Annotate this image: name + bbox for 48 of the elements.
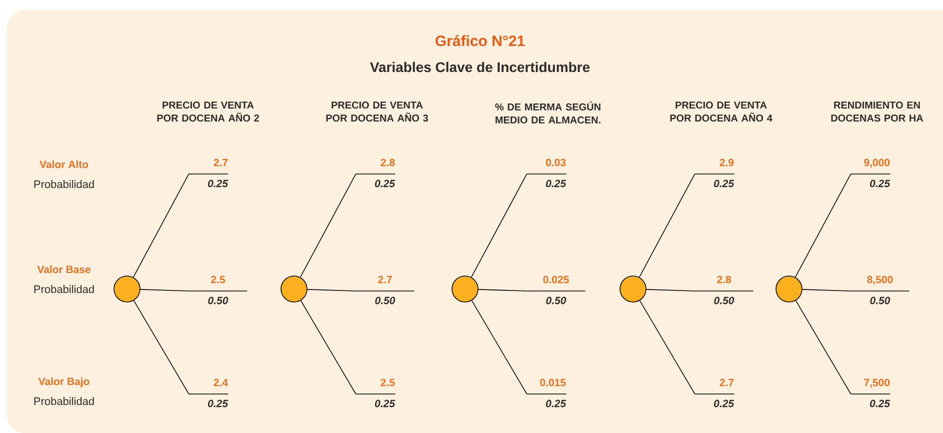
chance-node	[452, 276, 478, 302]
branch-line	[140, 289, 190, 292]
branch-line	[133, 300, 190, 394]
chance-node	[620, 276, 646, 302]
branch-outcome: 2.8 0.50	[694, 276, 754, 304]
row-label: Valor Base	[37, 265, 90, 274]
branch-outcome: 2.5 0.50	[188, 276, 248, 304]
branch-line	[478, 289, 528, 292]
chance-node	[280, 276, 308, 302]
column-heading: PRECIO DE VENTA POR DOCENA AÑO 2	[157, 102, 259, 122]
branch-line	[802, 289, 852, 292]
branch-line	[470, 174, 528, 278]
column-heading: PRECIO DE VENTA POR DOCENA AÑO 3	[326, 102, 428, 122]
branch-line	[471, 300, 528, 394]
chance-node	[776, 276, 802, 302]
branch-outcome: 2.9 0.25	[694, 158, 735, 188]
row-label: Valor Alto	[40, 160, 88, 168]
branch-outcome: 9,000 0.25	[850, 158, 891, 188]
branch-outcome: 0.015 0.25	[526, 378, 567, 408]
branch-line	[132, 174, 190, 278]
branch-outcome: 8,500 0.50	[850, 276, 910, 304]
branch-outcome: 2.7 0.50	[355, 276, 415, 304]
branch-outcome: 7,500 0.25	[850, 378, 891, 408]
branch-line	[300, 300, 356, 394]
row-label: Valor Bajo	[38, 377, 90, 388]
branch-line	[638, 174, 696, 278]
chance-node	[114, 276, 140, 302]
branch-line	[307, 289, 356, 292]
branch-outcome: 2.7 0.25	[188, 158, 229, 188]
branch-outcome: 2.4 0.25	[188, 378, 229, 408]
branch-line	[794, 174, 852, 278]
column-heading: % DE MERMA SEGÚN MEDIO DE ALMACEN.	[495, 102, 600, 124]
title: Gráfico N°21	[436, 35, 525, 46]
row-label: Probabilidad	[34, 397, 94, 406]
branch-outcome: 0.025 0.50	[526, 276, 586, 304]
branch-outcome: 2.8 0.25	[355, 158, 396, 188]
branch-outcome: 2.7 0.25	[694, 378, 735, 408]
row-label: Probabilidad	[34, 285, 94, 294]
row-label: Probabilidad	[34, 180, 94, 188]
branch-outcome: 2.5 0.25	[355, 378, 396, 408]
column-heading: RENDIMIENTO EN DOCENAS POR HA	[831, 102, 924, 122]
subtitle: Variables Clave de Incertidumbre	[370, 62, 590, 72]
branch-line	[639, 300, 696, 394]
branch-line	[300, 174, 356, 278]
branch-line	[795, 300, 852, 394]
column-heading: PRECIO DE VENTA POR DOCENA AÑO 4	[670, 102, 772, 122]
branch-outcome: 0.03 0.25	[526, 158, 567, 188]
branch-line	[646, 289, 696, 292]
